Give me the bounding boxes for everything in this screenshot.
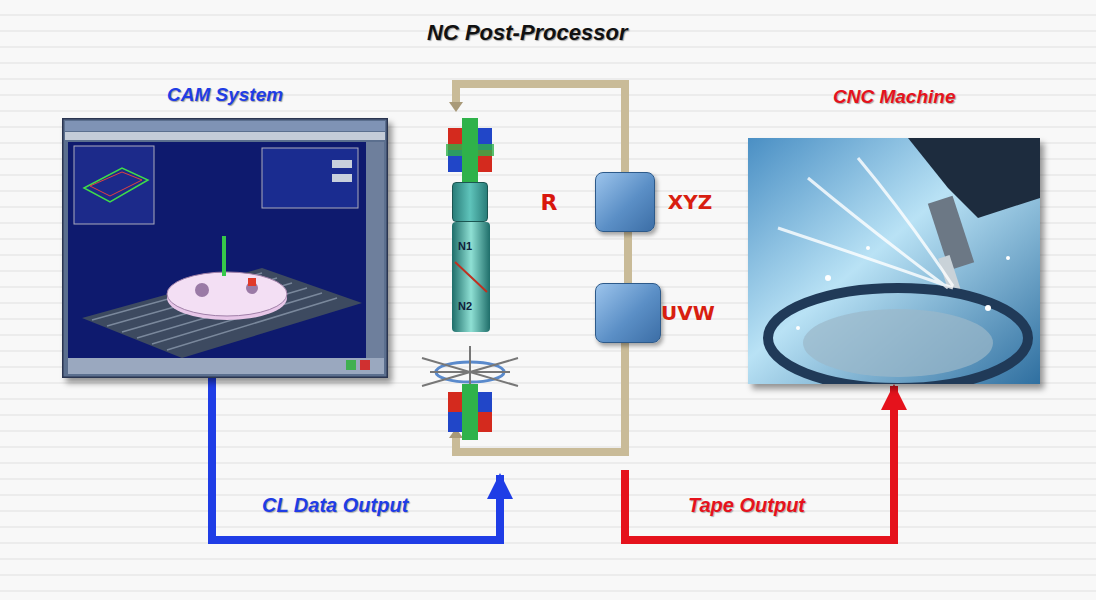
axis-label: N2 xyxy=(458,300,472,312)
axis-label: N1 xyxy=(458,240,472,252)
edge-label: CL Data Output xyxy=(262,494,408,517)
flow-arrow xyxy=(625,386,894,540)
processor-group: NC Post-ProcessorRXYZUVW xyxy=(440,14,675,473)
flow-arrow xyxy=(624,232,632,283)
box-text: R xyxy=(541,190,558,215)
process-box: UVW xyxy=(595,283,661,343)
cam-screen: CAM System xyxy=(62,118,388,378)
heading-text: CNC Machine xyxy=(833,86,955,108)
box-text: UVW xyxy=(661,301,715,325)
cylinder-label-box: R xyxy=(452,182,488,222)
cam-screenshot xyxy=(62,118,388,378)
heading-text: NC Post-Processor xyxy=(427,20,628,46)
process-box: XYZ xyxy=(595,172,655,232)
cnc-photo xyxy=(748,138,1040,384)
heading-text: CAM System xyxy=(167,84,283,106)
box-text: XYZ xyxy=(668,190,712,214)
flow-arrow xyxy=(212,378,500,540)
machine-photo: CNC Machine xyxy=(748,138,1040,384)
edge-label: Tape Output xyxy=(688,494,805,517)
